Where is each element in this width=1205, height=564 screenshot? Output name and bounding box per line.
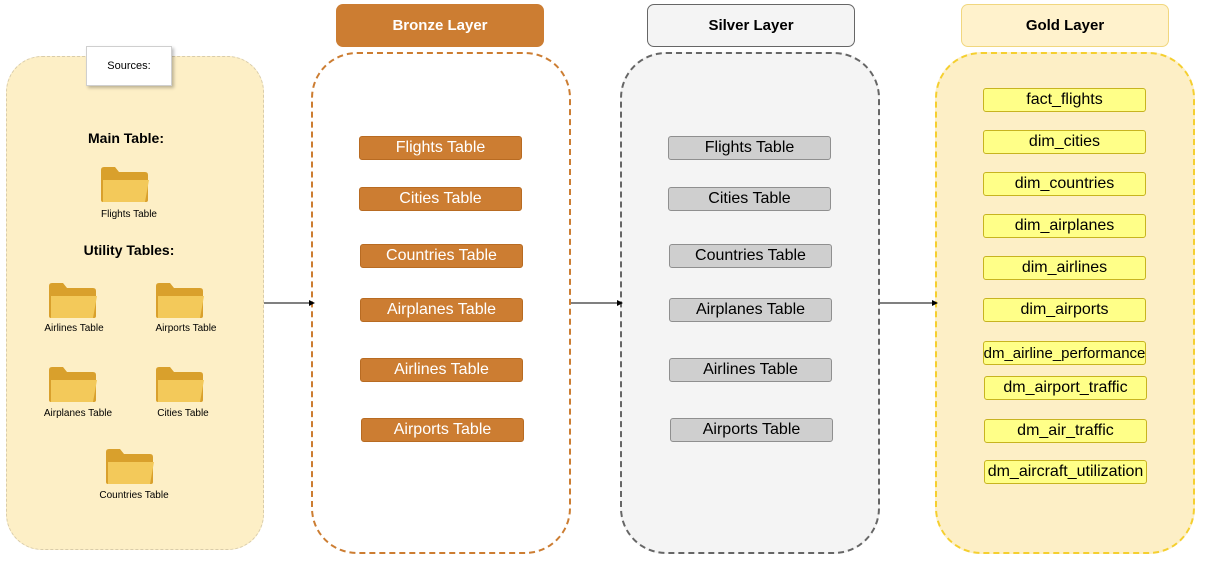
utility-table-label: Airlines Table — [44, 323, 104, 334]
silver-table[interactable]: Cities Table — [668, 187, 831, 211]
silver-table[interactable]: Countries Table — [669, 244, 832, 268]
gold-layer-header: Gold Layer — [961, 4, 1169, 47]
utility-table-label: Airports Table — [155, 323, 217, 334]
gold-table[interactable]: dm_airline_performance — [983, 341, 1146, 365]
arrow-right-icon — [571, 300, 623, 306]
gold-table[interactable]: dim_airports — [983, 298, 1146, 322]
utility-tables-heading: Utility Tables: — [83, 242, 175, 258]
gold-table[interactable]: dim_countries — [983, 172, 1146, 196]
silver-layer-header: Silver Layer — [647, 4, 855, 47]
utility-table-label: Airplanes Table — [43, 408, 113, 419]
gold-table[interactable]: dim_cities — [983, 130, 1146, 154]
silver-table[interactable]: Flights Table — [668, 136, 831, 160]
main-table-heading: Main Table: — [88, 130, 164, 146]
bronze-table[interactable]: Airlines Table — [360, 358, 523, 382]
utility-table-label: Countries Table — [99, 490, 169, 501]
gold-table[interactable]: dim_airplanes — [983, 214, 1146, 238]
bronze-table[interactable]: Airports Table — [361, 418, 524, 442]
gold-table[interactable]: fact_flights — [983, 88, 1146, 112]
silver-table[interactable]: Airports Table — [670, 418, 833, 442]
bronze-table[interactable]: Cities Table — [359, 187, 522, 211]
main-table-label: Flights Table — [101, 209, 157, 220]
bronze-table[interactable]: Flights Table — [359, 136, 522, 160]
arrow-right-icon — [880, 300, 938, 306]
gold-table[interactable]: dim_airlines — [983, 256, 1146, 280]
sources-label: Sources: — [86, 46, 172, 86]
gold-table[interactable]: dm_aircraft_utilization — [984, 460, 1147, 484]
gold-table[interactable]: dm_air_traffic — [984, 419, 1147, 443]
bronze-table[interactable]: Airplanes Table — [360, 298, 523, 322]
bronze-table[interactable]: Countries Table — [360, 244, 523, 268]
silver-table[interactable]: Airlines Table — [669, 358, 832, 382]
gold-table[interactable]: dm_airport_traffic — [984, 376, 1147, 400]
utility-table-label: Cities Table — [157, 408, 209, 419]
arrow-right-icon — [264, 300, 315, 306]
silver-table[interactable]: Airplanes Table — [669, 298, 832, 322]
bronze-layer-header: Bronze Layer — [336, 4, 544, 47]
